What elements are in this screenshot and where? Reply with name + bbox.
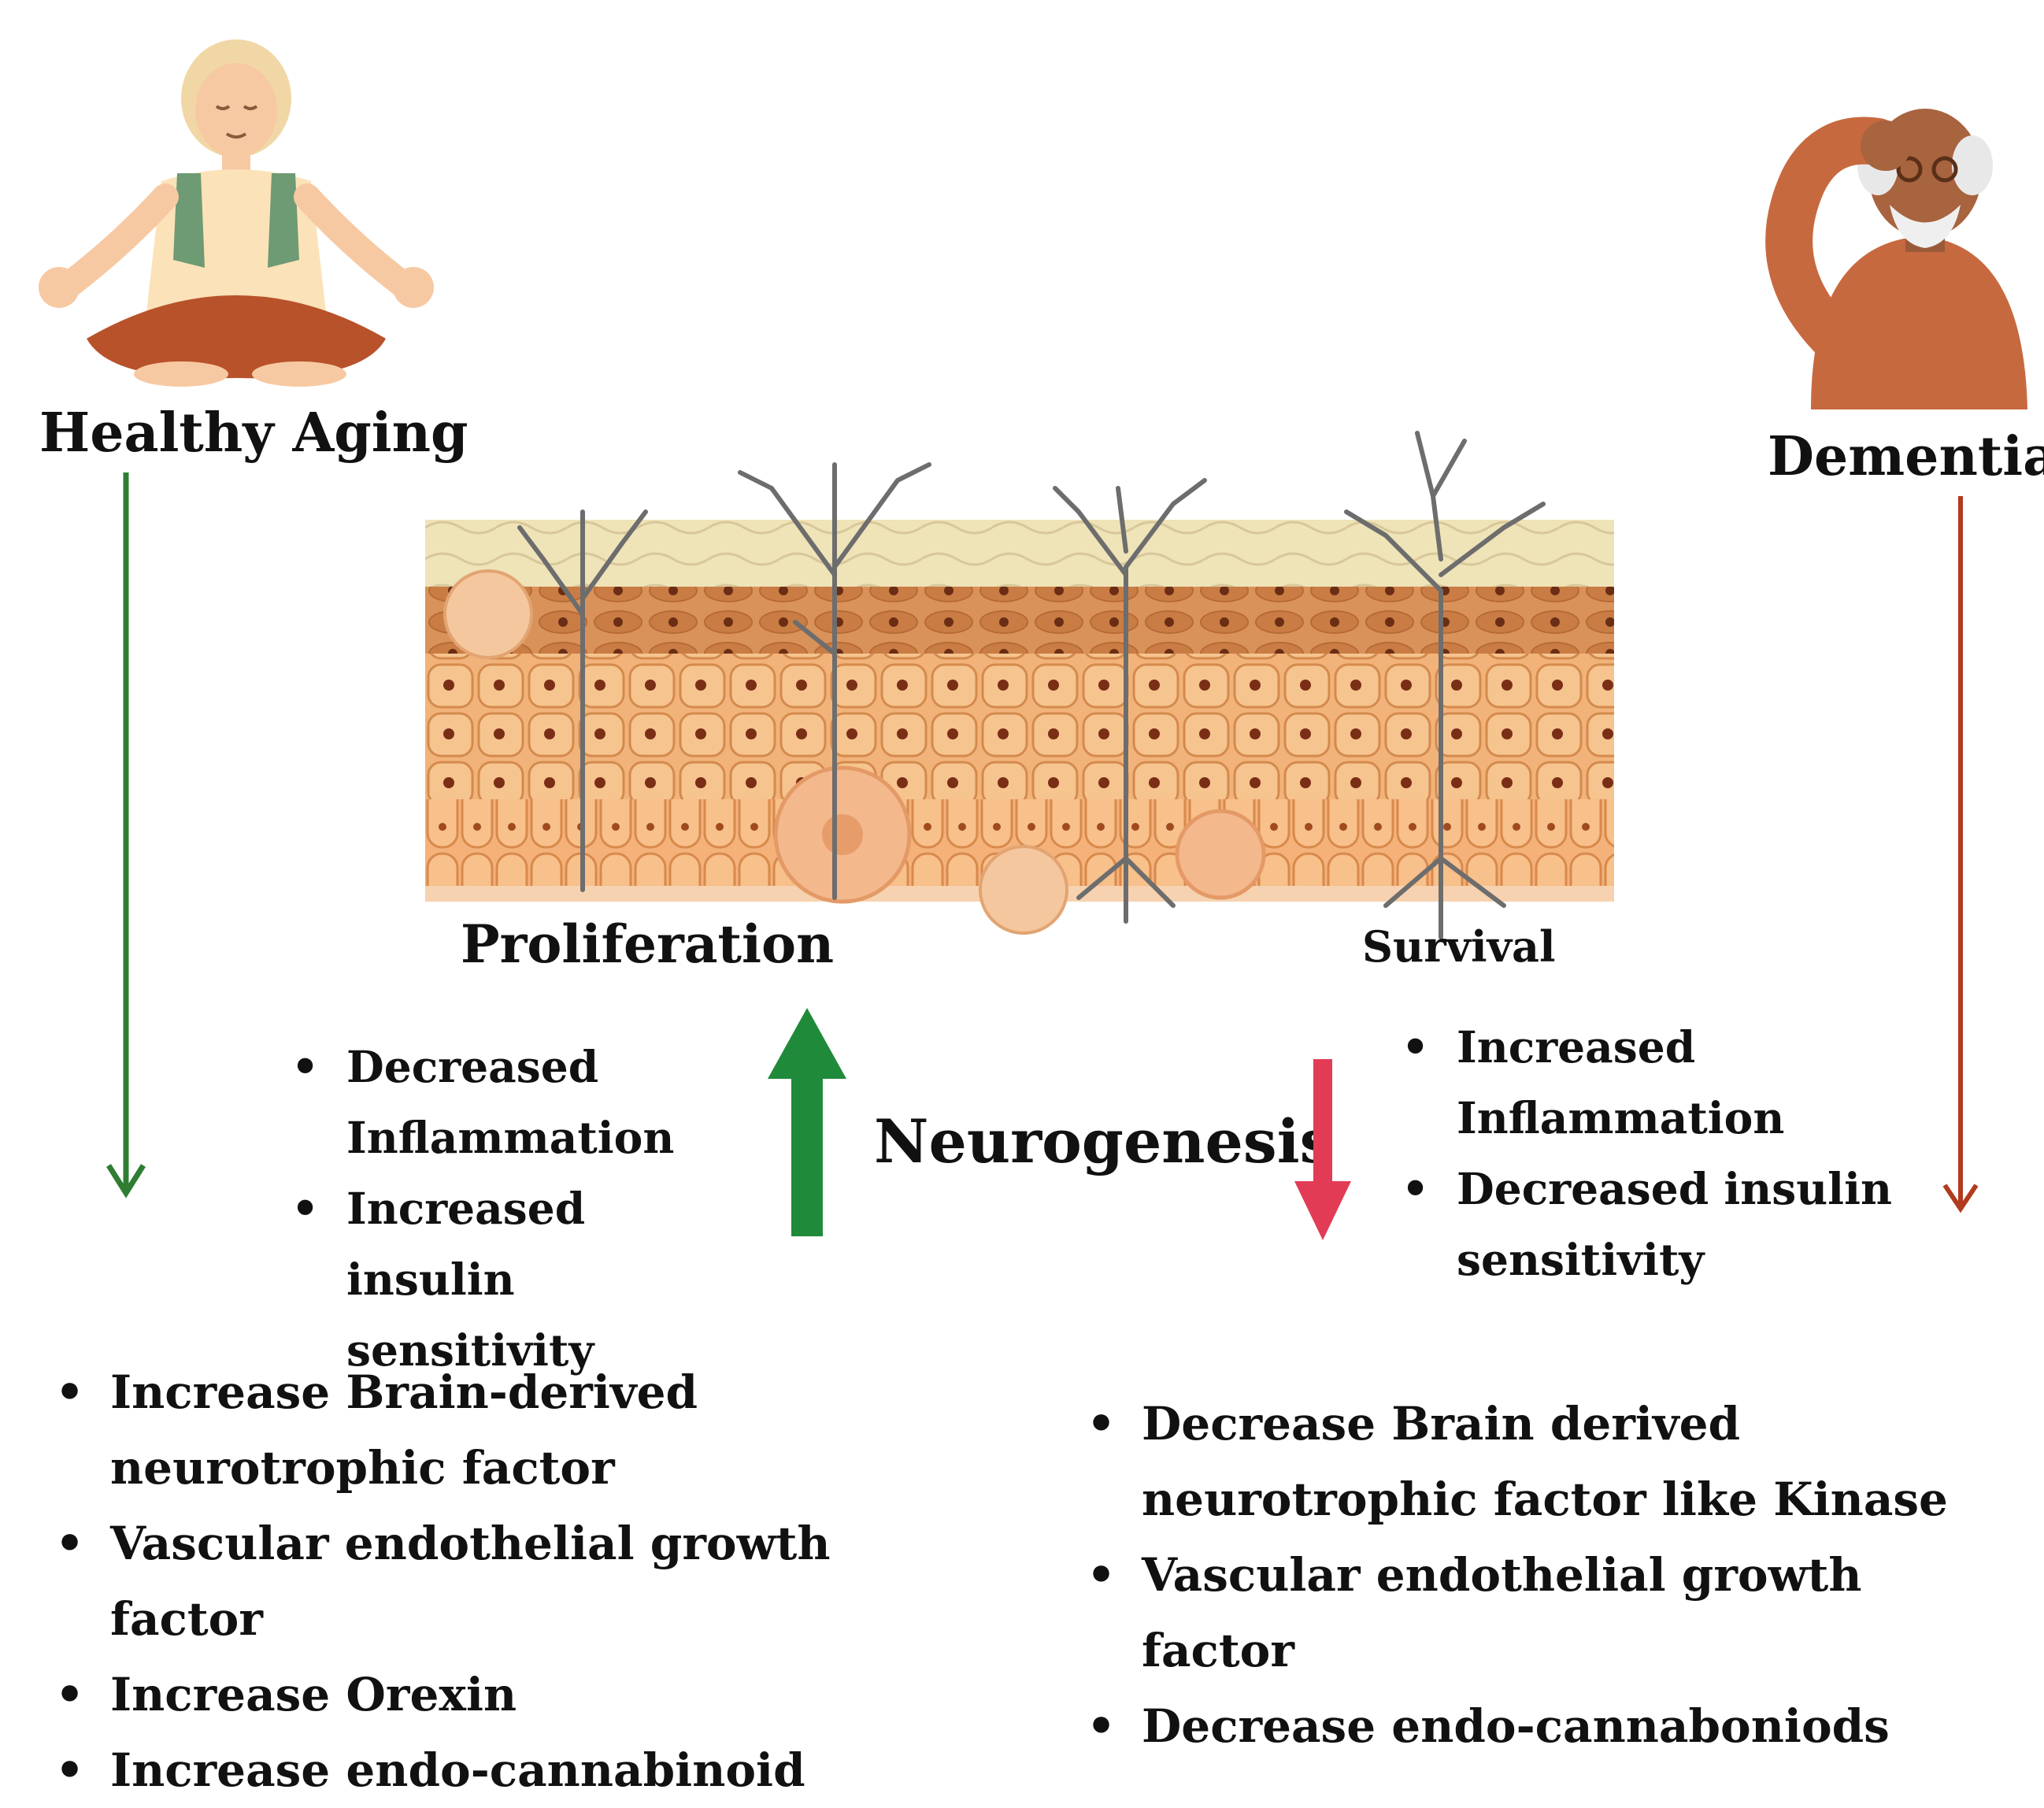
healthy-effects-list: Decreased Inflammation Increased insulin… <box>291 1032 756 1386</box>
survival-label: Survival <box>1362 921 1556 972</box>
list-item: Vascular endothelial growth factor <box>1087 1537 2024 1688</box>
list-item: Increase Brain-derived neurotrophic fact… <box>55 1354 976 1506</box>
list-item: Decrease endo-cannaboniods <box>1087 1688 2024 1764</box>
list-item: Decreased Inflammation <box>291 1032 756 1173</box>
neurogenesis-label: Neurogenesis <box>874 1106 1334 1176</box>
healthy-aging-title: Healthy Aging <box>39 402 468 465</box>
healthy-factors-list: Increase Brain-derived neurotrophic fact… <box>55 1354 976 1808</box>
meditating-person-icon <box>39 39 434 387</box>
dementia-arrow <box>1942 496 1979 1213</box>
up-arrow-icon <box>768 1008 846 1236</box>
confused-elderly-person-icon <box>1765 109 2027 409</box>
list-item: Vascular endothelial growth factor <box>55 1506 976 1657</box>
dementia-title: Dementia <box>1768 425 2044 488</box>
list-item: Increased insulin sensitivity <box>291 1173 756 1386</box>
proliferation-label: Proliferation <box>461 913 835 975</box>
dementia-factors-list: Decrease Brain derived neurotrophic fact… <box>1087 1386 2024 1764</box>
list-item: Increase Orexin <box>55 1657 976 1732</box>
list-item: Increased Inflammation <box>1402 1012 1898 1154</box>
list-item: Decrease Brain derived neurotrophic fact… <box>1087 1386 2024 1537</box>
down-arrow-icon <box>1294 1059 1351 1240</box>
healthy-aging-arrow <box>106 472 146 1199</box>
neural-tissue-illustration <box>425 431 1614 939</box>
list-item: Increase endo-cannabinoid <box>55 1732 976 1808</box>
dementia-effects-list: Increased Inflammation Decreased insulin… <box>1402 1012 1898 1295</box>
list-item: Decreased insulin sensitivity <box>1402 1154 1898 1295</box>
